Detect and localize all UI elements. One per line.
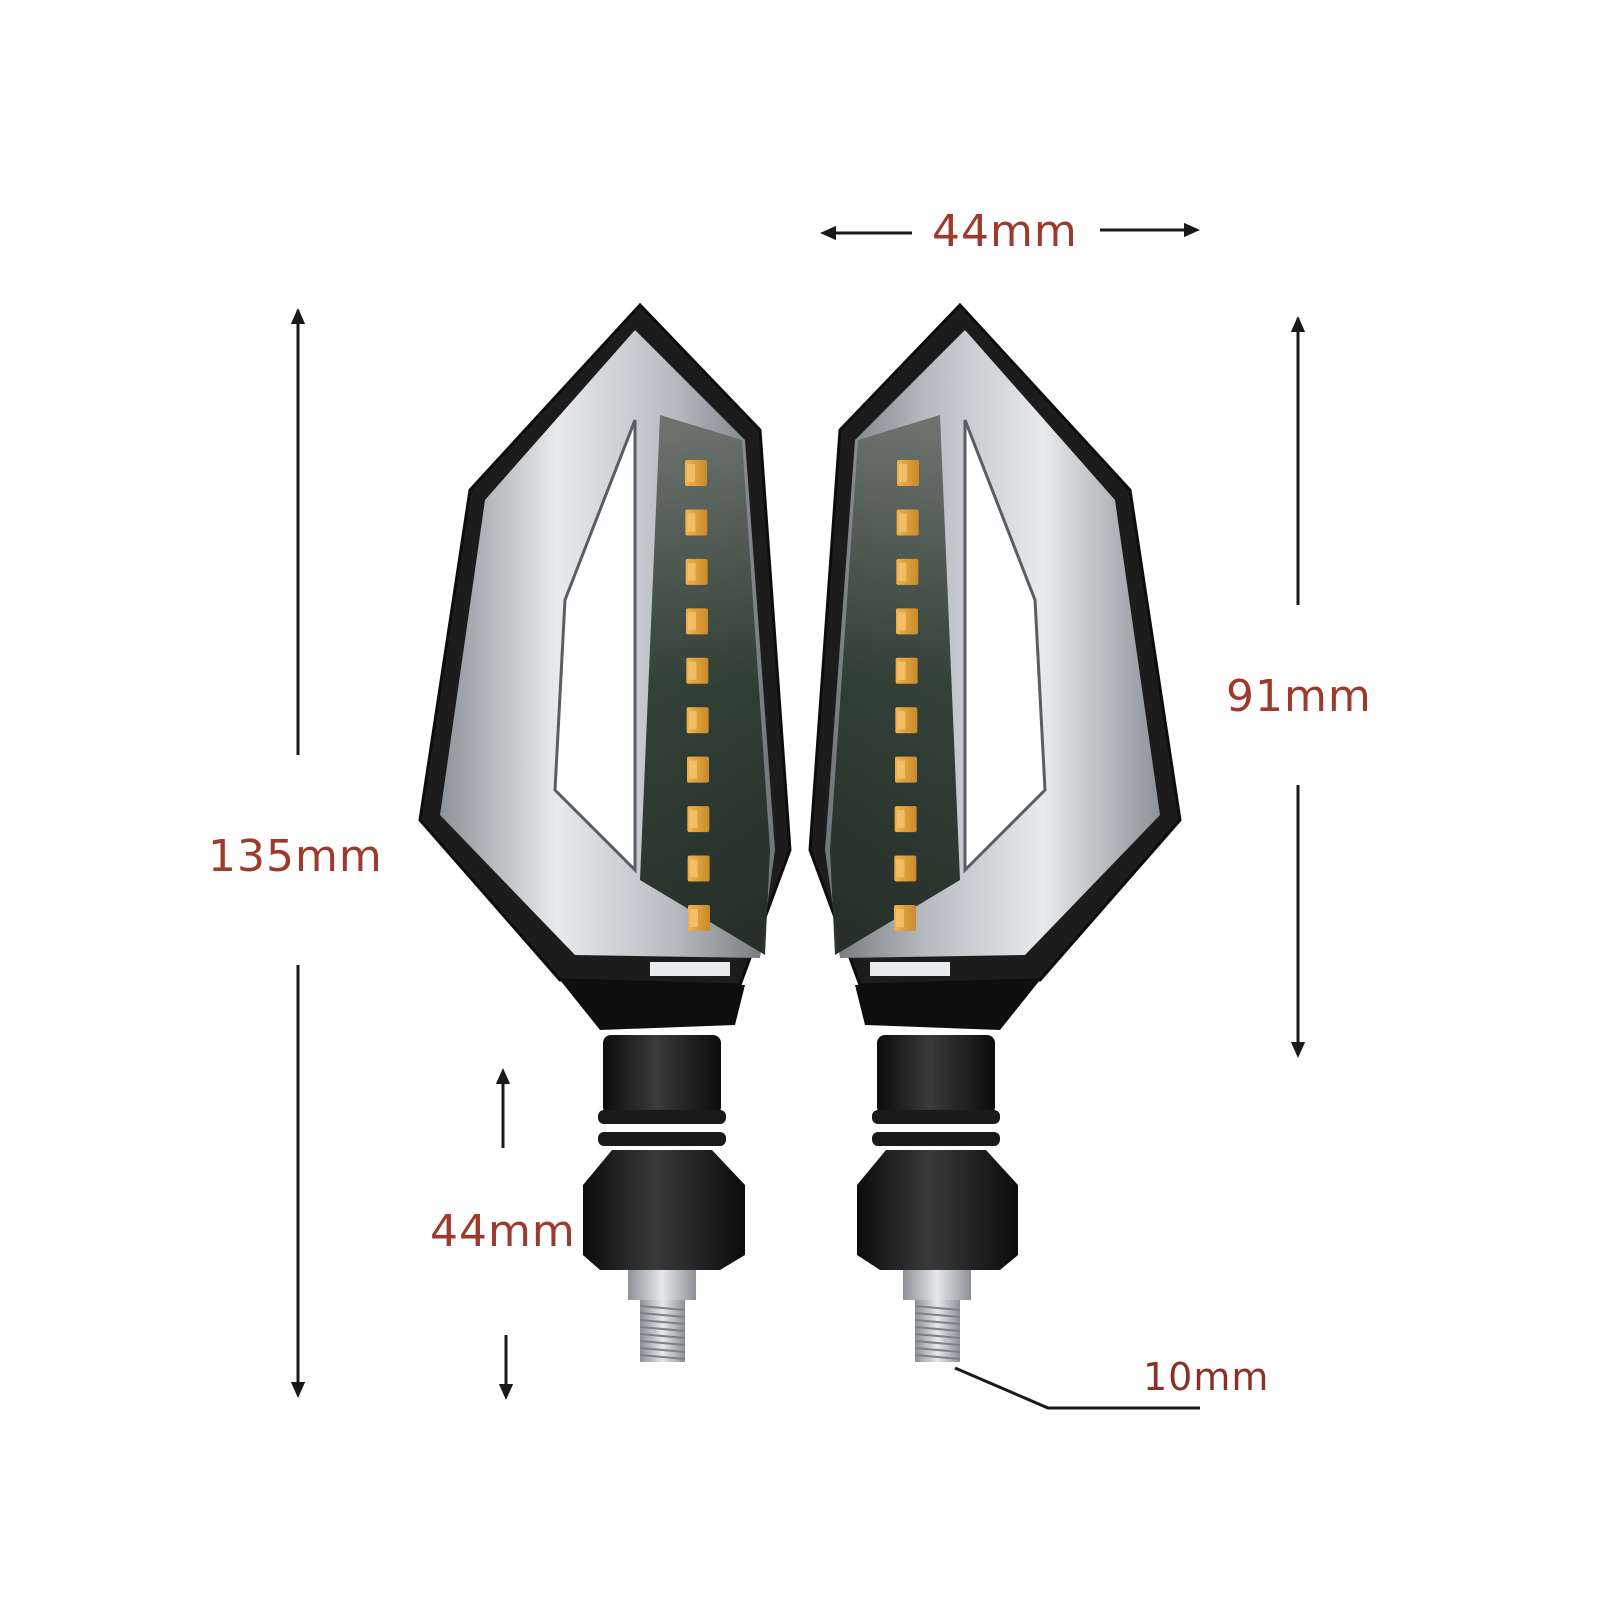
right-led-highlight xyxy=(897,760,905,779)
left-thread-line xyxy=(639,1347,686,1353)
right-base-plate xyxy=(855,980,1040,1030)
left-led-strip xyxy=(685,460,710,931)
lens-height-arrow-head-bottom xyxy=(1290,1042,1306,1058)
right-bolt-threads xyxy=(914,1305,961,1360)
total-height-arrow-head-bottom xyxy=(290,1382,306,1398)
right-led-highlight xyxy=(899,464,907,482)
right-turn-signal xyxy=(808,302,1182,1362)
left-thread-line xyxy=(639,1312,686,1318)
stem-length-arrow-head-bottom xyxy=(498,1384,514,1400)
left-bolt-nut xyxy=(628,1270,696,1300)
left-bolt-threads xyxy=(639,1305,686,1360)
left-led-highlight xyxy=(688,661,697,680)
left-thread-line xyxy=(639,1319,686,1325)
right-thread-line xyxy=(914,1340,961,1346)
dimension-arrows xyxy=(290,222,1306,1410)
right-thread-line xyxy=(914,1319,961,1325)
left-thread-line xyxy=(639,1333,686,1339)
left-led-highlight xyxy=(689,810,698,829)
right-clip xyxy=(870,962,950,976)
total-height-arrow-head-top xyxy=(290,308,306,324)
lens-height-arrow-head-top xyxy=(1290,316,1306,332)
right-thread-line xyxy=(914,1326,961,1332)
right-frame-window xyxy=(963,419,1047,874)
left-clip xyxy=(650,962,730,976)
left-thread-line xyxy=(639,1340,686,1346)
right-led-highlight xyxy=(897,711,906,730)
right-led-strip xyxy=(894,460,919,931)
width-label: 44mm xyxy=(932,206,1078,257)
left-stem xyxy=(603,1035,721,1115)
left-led-highlight xyxy=(687,464,695,482)
total-height-label: 135mm xyxy=(208,831,383,882)
left-led-highlight xyxy=(687,562,696,581)
left-stem-ring-2 xyxy=(598,1132,726,1146)
right-stem xyxy=(877,1035,995,1115)
left-led-highlight xyxy=(690,909,698,927)
width-arrow-head-left xyxy=(820,225,836,241)
right-thread-line xyxy=(914,1347,961,1353)
left-stem-ring-1 xyxy=(598,1110,726,1124)
bolt-diameter-label: 10mm xyxy=(1143,1355,1270,1399)
left-led-highlight xyxy=(688,711,697,730)
right-led-highlight xyxy=(898,612,906,631)
right-thread-line xyxy=(914,1312,961,1318)
width-arrow-head-right xyxy=(1184,222,1200,238)
lens-height-label: 91mm xyxy=(1226,671,1372,722)
left-led-highlight xyxy=(687,513,696,532)
left-thread-line xyxy=(639,1305,686,1311)
left-led-highlight xyxy=(689,859,698,878)
left-led-highlight xyxy=(688,612,696,631)
stem-length-label: 44mm xyxy=(430,1206,576,1257)
left-base-plate xyxy=(560,980,745,1030)
left-thread-line xyxy=(639,1326,686,1332)
right-led-highlight xyxy=(896,859,905,878)
right-stem-boot xyxy=(857,1150,1018,1270)
right-led-highlight xyxy=(896,810,905,829)
stem-length-arrow-head-top xyxy=(495,1068,511,1084)
right-bolt-nut xyxy=(903,1270,971,1300)
right-stem-ring-2 xyxy=(872,1132,1000,1146)
left-frame-window xyxy=(553,419,637,874)
left-thread-line xyxy=(639,1354,686,1360)
left-lens xyxy=(640,415,770,955)
right-stem-ring-1 xyxy=(872,1110,1000,1124)
right-led-highlight xyxy=(896,909,904,927)
right-led-highlight xyxy=(897,661,906,680)
right-thread-line xyxy=(914,1305,961,1311)
right-led-highlight xyxy=(898,513,907,532)
bolt-diameter-leader-line xyxy=(954,1366,1200,1410)
left-turn-signal xyxy=(418,302,792,1362)
right-lens xyxy=(830,415,960,955)
left-led-highlight xyxy=(689,760,697,779)
right-thread-line xyxy=(914,1354,961,1360)
right-thread-line xyxy=(914,1333,961,1339)
left-stem-boot xyxy=(583,1150,745,1270)
right-led-highlight xyxy=(898,562,907,581)
